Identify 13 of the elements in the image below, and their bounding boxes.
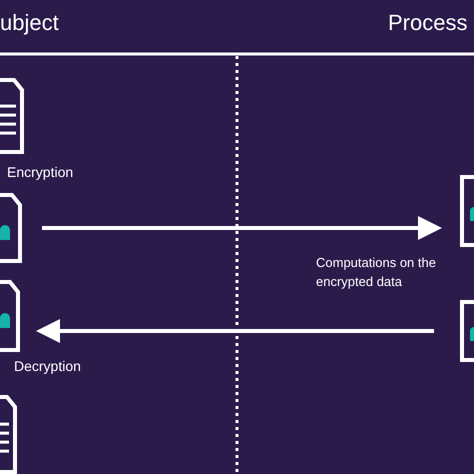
step-label: Decryption [14,357,81,376]
document-icon [460,175,474,247]
document-icon [0,395,17,474]
column-heading: ubject [0,9,59,37]
arrow [36,319,434,343]
document-icon [460,300,474,362]
column-heading: Process [388,9,468,37]
document-icon [0,193,22,263]
document-icon [0,280,20,352]
step-label: Computations on the encrypted data [316,254,437,291]
document-icon [0,78,24,154]
arrow [42,216,442,240]
step-label: Encryption [7,163,74,182]
